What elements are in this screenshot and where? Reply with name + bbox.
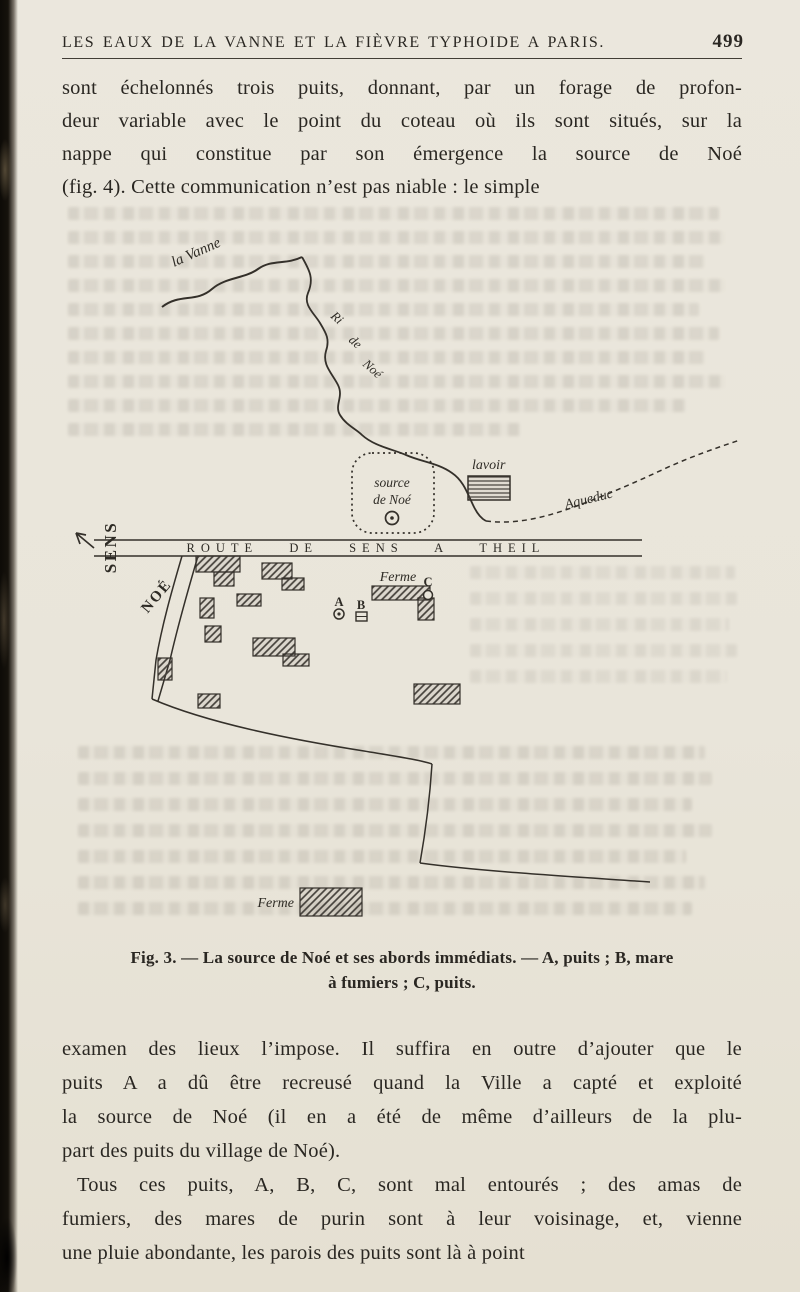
figure-caption: Fig. 3. — La source de Noé et ses abords…	[62, 946, 742, 995]
well-a-label: A	[334, 595, 343, 609]
hamlet-buildings	[157, 555, 461, 917]
running-header: LES EAUX DE LA VANNE ET LA FIÈVRE TYPHOI…	[62, 31, 744, 53]
figure-caption-line: Fig. 3. — La source de Noé et ses abords…	[130, 948, 674, 967]
bleedthrough-line	[68, 207, 719, 220]
aqueduc-label: Aqueduc	[562, 486, 615, 513]
bleedthrough-line	[68, 255, 706, 268]
building	[282, 653, 310, 667]
text-line: la source de Noé (il en a été de même d’…	[62, 1106, 742, 1128]
hamlet-lane-lines	[151, 698, 651, 883]
bleedthrough-line	[470, 644, 738, 657]
bleedthrough-line	[68, 423, 520, 436]
bleedthrough-line	[78, 772, 712, 785]
building	[236, 593, 262, 607]
bleedthrough-line	[470, 592, 738, 605]
sens-direction-arrow-icon	[75, 532, 95, 549]
figure-caption-line: à fumiers ; C, puits.	[328, 972, 476, 992]
sens-label: SENS	[101, 521, 120, 574]
paragraph-top: sont échelonnés trois puits, donnant, pa…	[62, 72, 742, 204]
stream-label-ri: Ri	[327, 307, 347, 327]
bleedthrough-text-block	[68, 207, 732, 447]
text-line: (fig. 4). Cette communication n’est pas …	[62, 176, 540, 198]
text-line: deur variable avec le point du coteau où…	[62, 110, 742, 132]
text-line: puits A a dû être recreusé quand la Vill…	[62, 1072, 742, 1094]
ferme-upper-building-b	[417, 597, 435, 621]
noe-label: NOÉ	[138, 576, 176, 616]
bleedthrough-line	[68, 375, 726, 388]
bleedthrough-line	[470, 670, 727, 683]
route-label: ROUTE DE SENS A THEIL	[187, 541, 546, 555]
bleedthrough-line	[68, 327, 719, 340]
text-line: part des puits du village de Noé).	[62, 1140, 341, 1162]
book-binding-shadow	[0, 0, 18, 1292]
aqueduc-line	[485, 439, 741, 523]
river-la-vanne-line	[161, 256, 303, 308]
source-label-line2: de Noé	[373, 492, 412, 507]
source-de-noe-enclosure	[351, 452, 435, 534]
bleedthrough-line	[78, 824, 712, 837]
text-line: examen des lieux l’impose. Il suffira en…	[62, 1038, 742, 1060]
well-c-symbol	[422, 589, 434, 601]
source-spring-symbol-dot	[390, 516, 394, 520]
well-a-symbol-dot	[337, 612, 341, 616]
text-line: sont échelonnés trois puits, donnant, pa…	[62, 77, 742, 99]
page-number: 499	[712, 31, 744, 52]
building	[252, 637, 296, 657]
building	[197, 693, 221, 709]
bleedthrough-line	[78, 876, 706, 889]
building	[261, 562, 293, 580]
building	[413, 683, 461, 705]
text-line: fumiers, des mares de purin sont à leur …	[62, 1208, 742, 1230]
bleedthrough-line	[78, 850, 686, 863]
bleedthrough-text-block	[470, 566, 740, 696]
bleedthrough-line	[68, 231, 726, 244]
stream-label-de: de	[346, 332, 365, 352]
route-road-lines	[94, 539, 642, 557]
well-c-label: C	[423, 575, 432, 589]
ferme-lower-building	[299, 887, 363, 917]
building	[157, 657, 173, 681]
noe-road-lines	[151, 555, 199, 702]
lavoir-building	[467, 475, 511, 501]
bleedthrough-line	[68, 399, 686, 412]
building	[213, 571, 235, 587]
stream-ri-de-noe-line	[301, 256, 487, 522]
lavoir-label: lavoir	[472, 458, 506, 473]
building	[281, 577, 305, 591]
running-header-title: LES EAUX DE LA VANNE ET LA FIÈVRE TYPHOI…	[62, 34, 605, 51]
source-spring-symbol	[384, 510, 400, 526]
text-line: une pluie abondante, les parois des puit…	[62, 1242, 525, 1264]
text-line: Tous ces puits, A, B, C, sont mal entour…	[77, 1174, 742, 1196]
bleedthrough-line	[470, 566, 735, 579]
bleedthrough-line	[78, 798, 693, 811]
bleedthrough-line	[78, 902, 693, 915]
bleedthrough-line	[68, 303, 699, 316]
figure-map-fig3: la Vanne Ri de Noé lavoir source de Noé …	[75, 235, 741, 917]
building	[195, 555, 241, 573]
source-label-line1: source	[374, 475, 410, 490]
building	[199, 597, 215, 619]
bleedthrough-line	[470, 618, 730, 631]
ferme-upper-label: Ferme	[379, 570, 417, 585]
mare-b-label: B	[357, 598, 365, 612]
river-la-vanne-label: la Vanne	[169, 235, 223, 271]
header-rule	[62, 58, 742, 59]
bleedthrough-line	[68, 279, 726, 292]
paragraph-bottom: examen des lieux l’impose. Il suffira en…	[62, 1032, 742, 1270]
ferme-lower-label: Ferme	[256, 896, 294, 911]
text-line: nappe qui constitue par son émergence la…	[62, 143, 742, 165]
bleedthrough-line	[78, 746, 706, 759]
bleedthrough-line	[68, 351, 706, 364]
building	[204, 625, 222, 643]
stream-label-noe: Noé	[359, 355, 386, 382]
bleedthrough-text-block	[78, 746, 718, 928]
